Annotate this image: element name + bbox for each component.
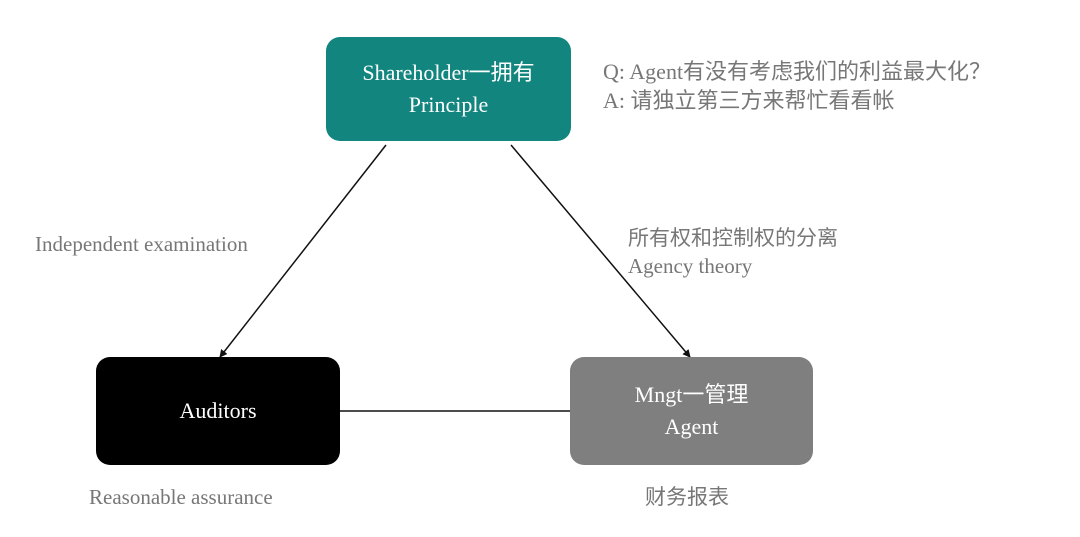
agency-theory-text: Agency theory (628, 254, 753, 278)
management-subtitle: Agent (664, 414, 719, 439)
separation-chinese-text: 所有权和控制权的分离 (628, 226, 838, 250)
reasonable-assurance-label: Reasonable assurance (89, 485, 273, 509)
question-text: Q: Agent有没有考虑我们的利益最大化？ (603, 59, 992, 84)
arrow-shareholder-to-mngt (510, 144, 691, 358)
auditors-node: Auditors (96, 357, 340, 465)
independent-examination-label: Independent examination (35, 232, 248, 256)
answer-text: A: 请独立第三方来帮忙看看帐 (603, 88, 895, 113)
ownership-control-separation-label: 所有权和控制权的分离 Agency theory (628, 224, 838, 280)
shareholder-subtitle: Principle (408, 92, 489, 117)
shareholder-principal-node: Shareholder一拥有 Principle (326, 37, 571, 141)
question-answer-annotation: Q: Agent有没有考虑我们的利益最大化？ A: 请独立第三方来帮忙看看帐 (603, 57, 991, 115)
auditors-title: Auditors (179, 398, 257, 423)
financial-statements-label: 财务报表 (645, 485, 729, 509)
management-title: Mngt一管理 (634, 382, 749, 407)
arrow-shareholder-to-auditors (219, 144, 387, 358)
shareholder-title: Shareholder一拥有 (362, 60, 535, 85)
management-agent-node: Mngt一管理 Agent (570, 357, 813, 465)
